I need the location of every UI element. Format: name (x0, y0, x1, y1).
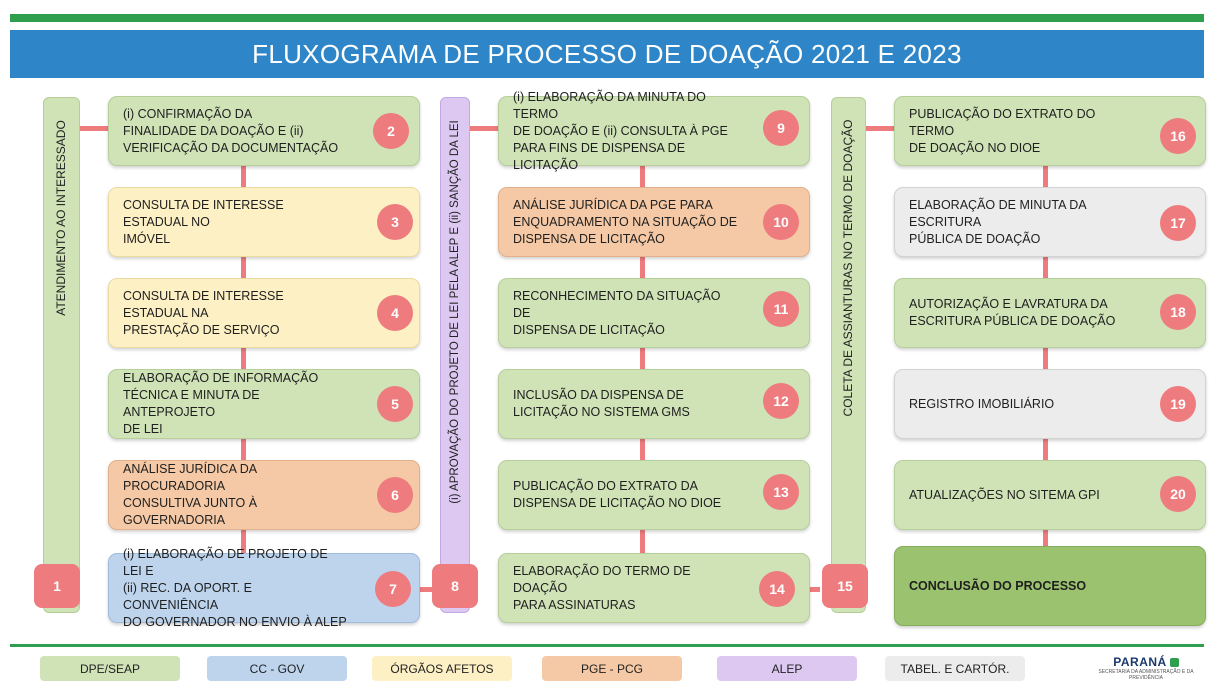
step-number-5: 5 (377, 386, 413, 422)
step-number-18: 18 (1160, 294, 1196, 330)
column-label-aprovacao: (i) APROVAÇÃO DO PROJETO DE LEI PELA ALE… (449, 120, 461, 504)
connector-h-15-16 (866, 126, 896, 131)
step-box-5: ELABORAÇÃO DE INFORMAÇÃO TÉCNICA E MINUT… (108, 369, 420, 439)
step-box-17: ELABORAÇÃO DE MINUTA DA ESCRITURA PÚBLIC… (894, 187, 1206, 257)
legend-alep: ALEP (717, 656, 857, 681)
step-number-3: 3 (377, 204, 413, 240)
step-number-12: 12 (763, 383, 799, 419)
connector-h-8-9 (470, 126, 500, 131)
step-number-14: 14 (759, 571, 795, 607)
step-number-17: 17 (1160, 205, 1196, 241)
connector-v-col3 (1043, 150, 1048, 560)
connector-h-1-2 (80, 126, 110, 131)
step-box-19: REGISTRO IMOBILIÁRIO (894, 369, 1206, 439)
step-number-7: 7 (375, 571, 411, 607)
bottom-accent-line (10, 644, 1204, 647)
step-number-10: 10 (763, 204, 799, 240)
legend-cc-gov: CC - GOV (207, 656, 347, 681)
step-box-2: (i) CONFIRMAÇÃO DA FINALIDADE DA DOAÇÃO … (108, 96, 420, 166)
step-number-8: 8 (432, 564, 478, 608)
step-box-6: ANÁLISE JURÍDICA DA PROCURADORIA CONSULT… (108, 460, 420, 530)
column-bar-coleta (831, 97, 866, 613)
column-label-atendimento: ATENDIMENTO AO INTERESSADO (54, 120, 68, 316)
step-number-6: 6 (377, 477, 413, 513)
step-number-11: 11 (763, 291, 799, 327)
logo-name: PARANÁ (1113, 655, 1167, 669)
crest-icon (1169, 658, 1179, 668)
step-number-1: 1 (34, 564, 80, 608)
legend-pge-pcg: PGE - PCG (542, 656, 682, 681)
column-label-coleta: COLETA DE ASSIANTURAS NO TERMO DE DOAÇÃO (841, 119, 855, 417)
column-bar-aprovacao (440, 97, 470, 613)
step-number-16: 16 (1160, 118, 1196, 154)
step-number-19: 19 (1160, 386, 1196, 422)
parana-logo: PARANÁ SECRETARIA DA ADMINISTRAÇÃO E DA … (1096, 655, 1196, 683)
step-box-13: PUBLICAÇÃO DO EXTRATO DA DISPENSA DE LIC… (498, 460, 810, 530)
connector-v-col1 (241, 150, 246, 580)
step-number-15: 15 (822, 564, 868, 608)
top-accent-line (10, 14, 1204, 22)
legend-dpe-seap: DPE/SEAP (40, 656, 180, 681)
step-box-14: ELABORAÇÃO DO TERMO DE DOAÇÃO PARA ASSIN… (498, 553, 810, 623)
step-box-10: ANÁLISE JURÍDICA DA PGE PARA ENQUADRAMEN… (498, 187, 810, 257)
logo-subtitle: SECRETARIA DA ADMINISTRAÇÃO E DA PREVIDÊ… (1098, 669, 1194, 681)
step-box-7: (i) ELABORAÇÃO DE PROJETO DE LEI E (ii) … (108, 547, 420, 629)
conclusion-box: CONCLUSÃO DO PROCESSO (894, 546, 1206, 626)
step-number-20: 20 (1160, 476, 1196, 512)
page-title: FLUXOGRAMA DE PROCESSO DE DOAÇÃO 2021 E … (10, 30, 1204, 78)
step-box-20: ATUALIZAÇÕES NO SITEMA GPI (894, 460, 1206, 530)
connector-h-7-8 (410, 587, 434, 592)
column-bar-atendimento (43, 97, 80, 613)
legend-orgaos-afetos: ÓRGÃOS AFETOS (372, 656, 512, 681)
step-number-4: 4 (377, 295, 413, 331)
step-number-13: 13 (763, 474, 799, 510)
step-box-4: CONSULTA DE INTERESSE ESTADUAL NA PRESTA… (108, 278, 420, 348)
step-box-12: INCLUSÃO DA DISPENSA DE LICITAÇÃO NO SIS… (498, 369, 810, 439)
step-box-16: PUBLICAÇÃO DO EXTRATO DO TERMO DE DOAÇÃO… (894, 96, 1206, 166)
legend-tabel-cartor: TABEL. E CARTÓR. (885, 656, 1025, 681)
step-box-3: CONSULTA DE INTERESSE ESTADUAL NO IMÓVEL (108, 187, 420, 257)
step-number-9: 9 (763, 110, 799, 146)
step-number-2: 2 (373, 113, 409, 149)
step-box-11: RECONHECIMENTO DA SITUAÇÃO DE DISPENSA D… (498, 278, 810, 348)
connector-v-col2 (640, 150, 645, 580)
step-box-9: (i) ELABORAÇÃO DA MINUTA DO TERMO DE DOA… (498, 90, 810, 172)
step-box-18: AUTORIZAÇÃO E LAVRATURA DA ESCRITURA PÚB… (894, 278, 1206, 348)
